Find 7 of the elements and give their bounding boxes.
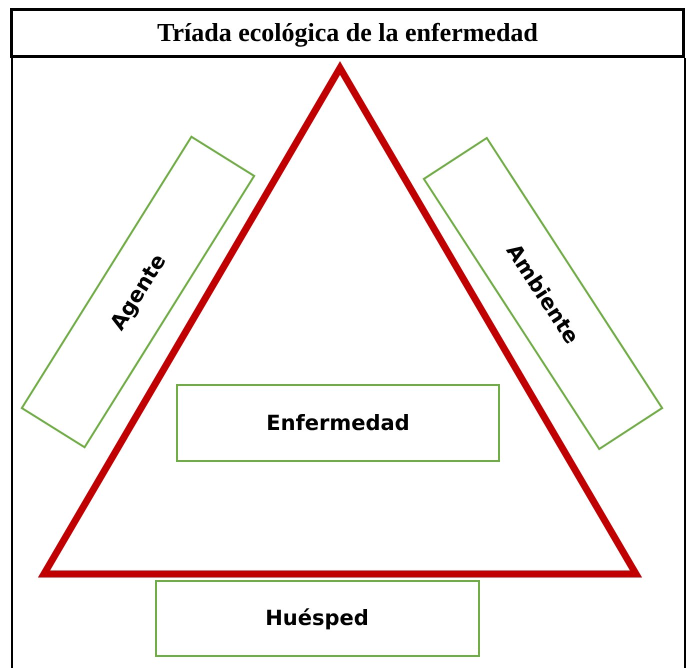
label-box (20, 135, 256, 449)
node-label: Huésped (265, 606, 369, 630)
label-box (176, 384, 500, 462)
label-box (154, 580, 480, 656)
label-box (422, 136, 664, 450)
node-label: Enfermedad (266, 411, 410, 435)
title: Tríada ecológica de la enfermedad (10, 8, 685, 58)
